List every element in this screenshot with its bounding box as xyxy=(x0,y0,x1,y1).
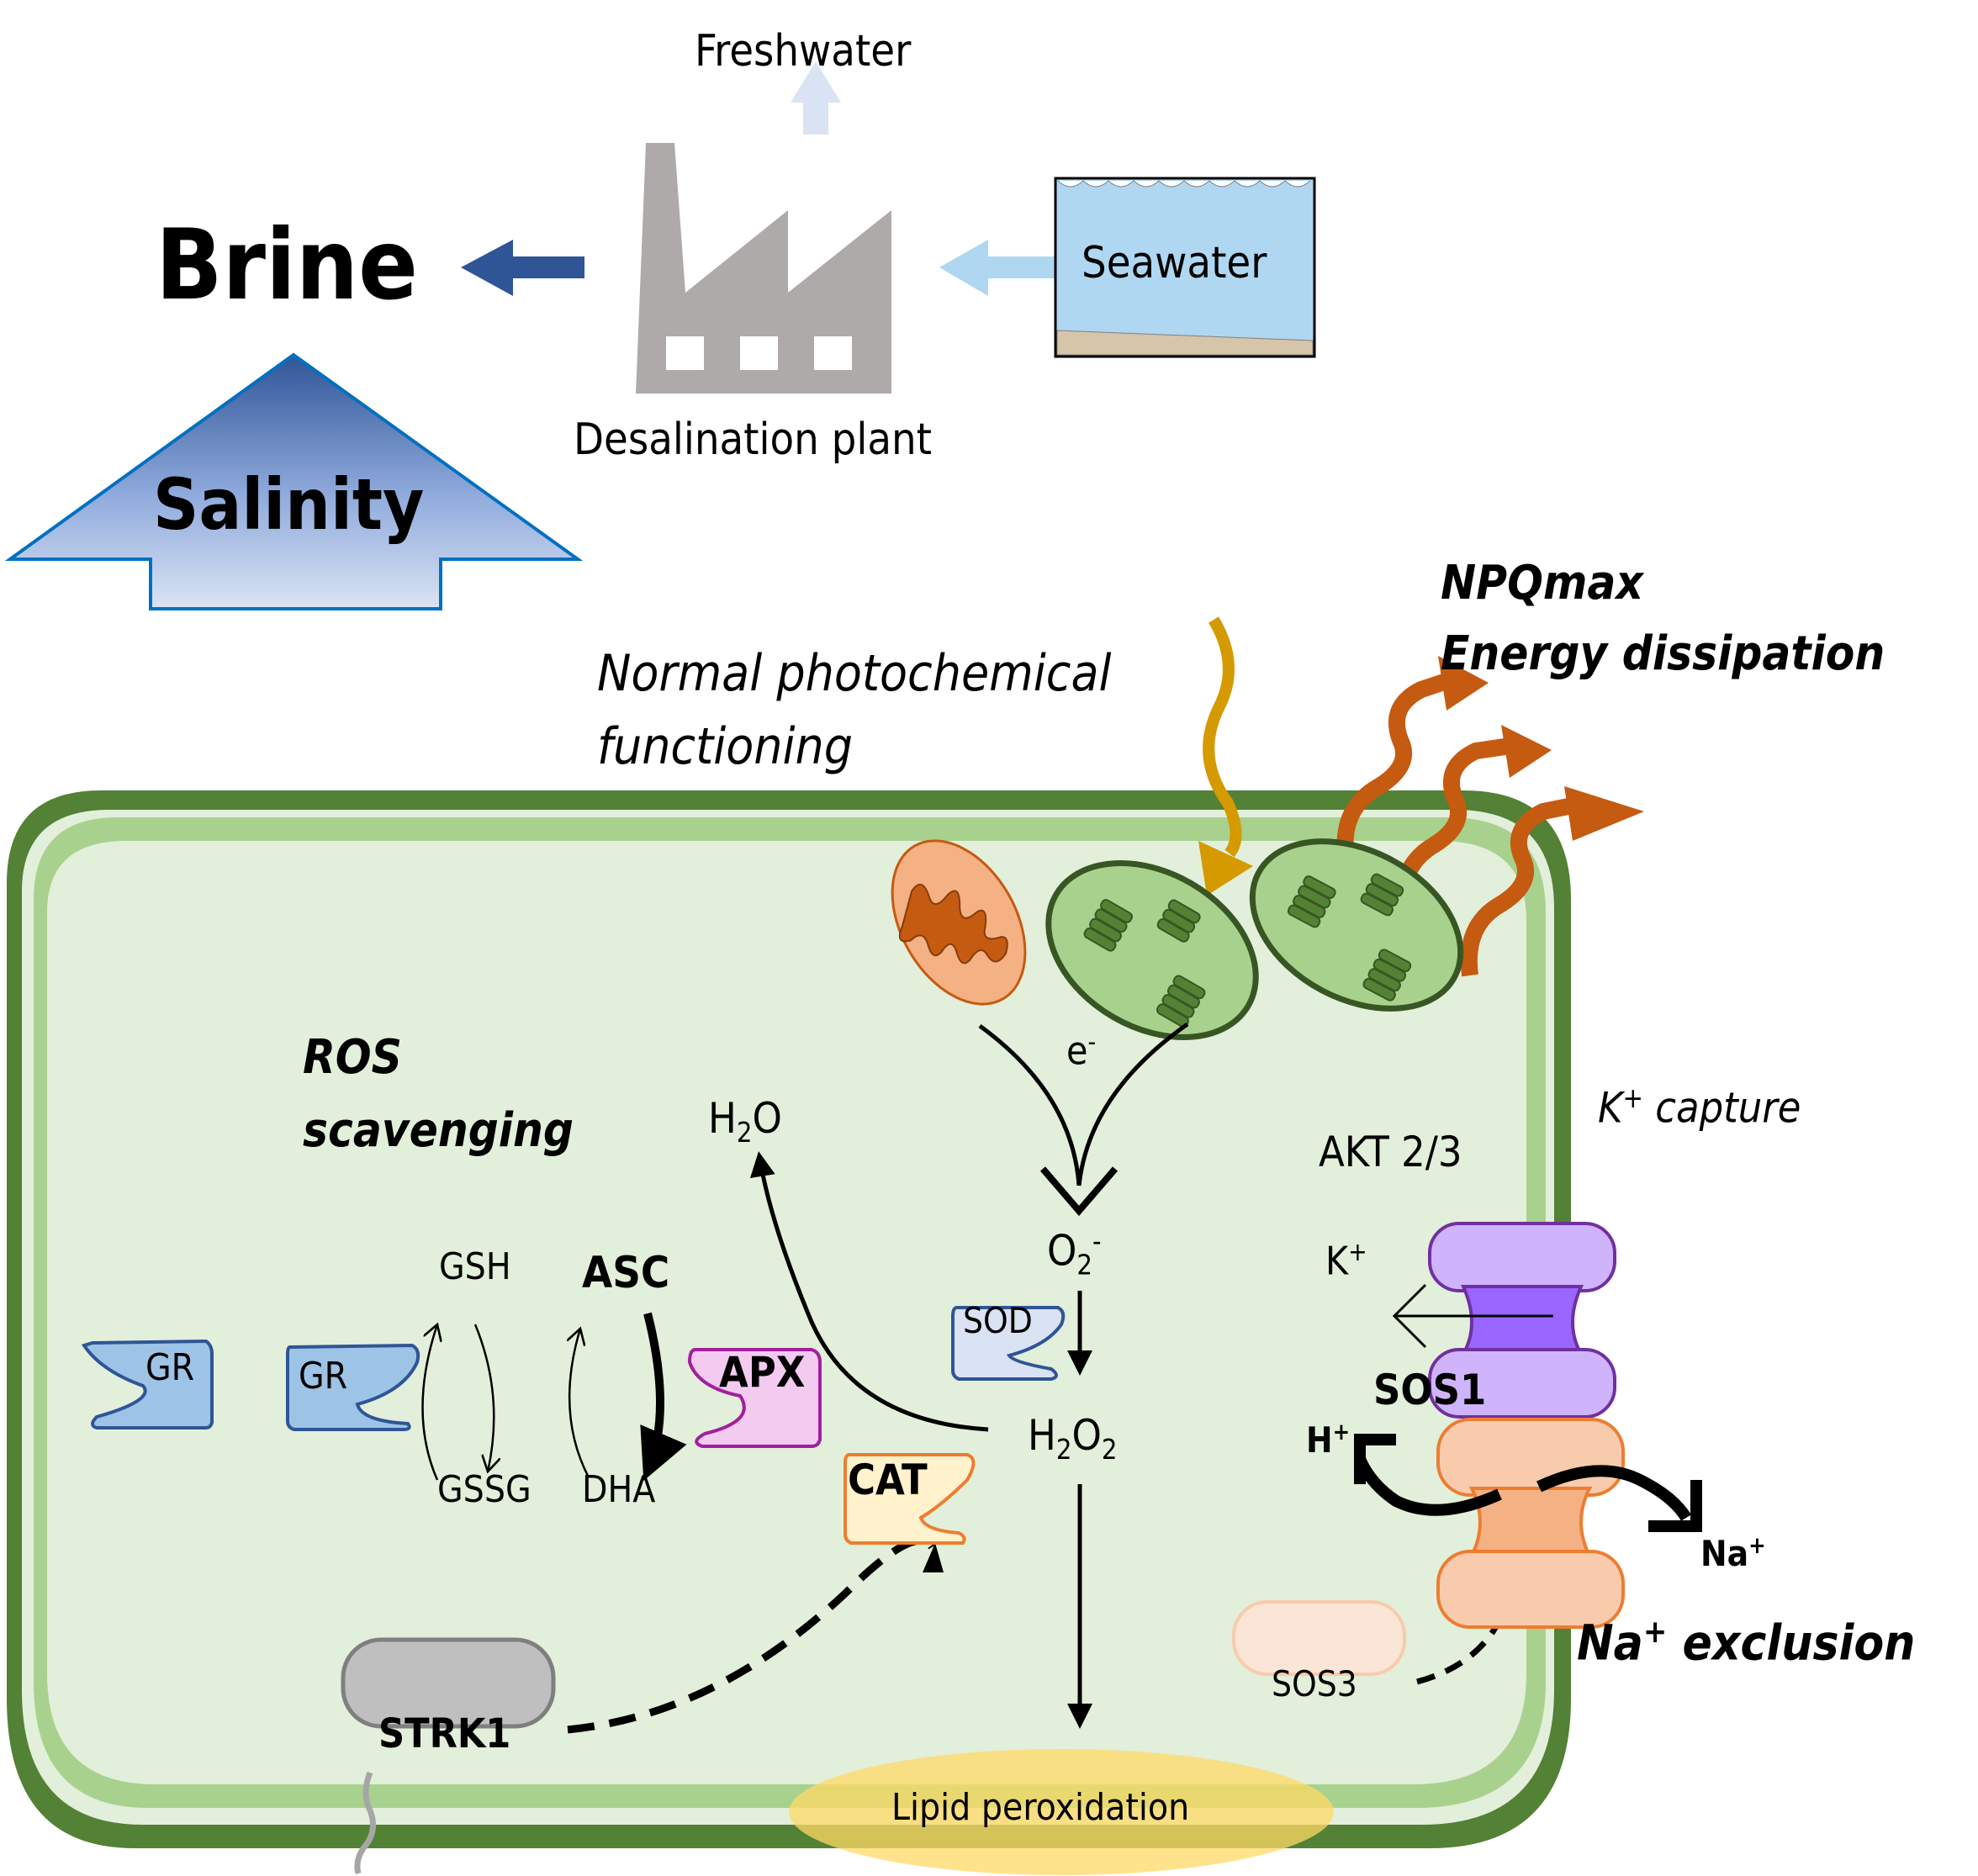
npq-label: NPQmax Energy dissipation xyxy=(1441,548,1885,690)
akt-channel xyxy=(1428,1222,1616,1419)
na-exclusion-label: Na+ exclusion xyxy=(1577,1613,1916,1672)
strk1-anchor xyxy=(354,1771,377,1874)
gr-label-1: GR xyxy=(145,1346,195,1389)
dha-to-asc-arrow xyxy=(569,1329,590,1478)
cat-label: CAT xyxy=(848,1456,928,1504)
gr-label-2: GR xyxy=(299,1355,348,1398)
chloroplast-icon-2 xyxy=(1249,838,1464,1012)
ros-line-1: ROS xyxy=(303,1030,402,1085)
na-efflux-arrowhead xyxy=(1648,1480,1702,1532)
lipid-peroxidation-ellipse xyxy=(789,1749,1334,1875)
h2o-label: H2O xyxy=(708,1094,782,1149)
ros-scavenging-label: ROS scavenging xyxy=(303,1022,574,1168)
akt-label: AKT 2/3 xyxy=(1319,1128,1462,1176)
electron-path-right xyxy=(1076,1022,1189,1186)
electron-label: e- xyxy=(1066,1028,1097,1074)
na-ion-label: Na+ xyxy=(1700,1533,1766,1574)
salinity-arrow xyxy=(4,352,584,610)
gssg-to-gsh-arrow xyxy=(421,1324,438,1481)
sos1-transporter xyxy=(1436,1418,1625,1629)
seawater-box xyxy=(1054,177,1316,358)
seawater-arrow xyxy=(939,240,1060,296)
factory-icon xyxy=(636,143,891,394)
h-efflux-arrow xyxy=(1354,1456,1502,1516)
strk1-protein xyxy=(341,1637,556,1729)
cell xyxy=(7,790,1571,1848)
npq-line-1: NPQmax xyxy=(1441,556,1643,610)
freshwater-label: Freshwater xyxy=(695,26,912,77)
seawater-label: Seawater xyxy=(1082,238,1267,288)
salinity-label: Salinity xyxy=(153,463,425,546)
h2o2-label: H2O2 xyxy=(1028,1411,1118,1466)
cytoplasm xyxy=(47,841,1526,1784)
sos1-label: SOS1 xyxy=(1373,1366,1487,1414)
freshwater-arrow xyxy=(791,61,841,135)
apx-label: APX xyxy=(719,1348,806,1397)
normal-line-2: functioning xyxy=(597,717,853,776)
normal-photochemical-label: Normal photochemical functioning xyxy=(597,637,1112,784)
chloroplast-icon-1 xyxy=(1045,860,1259,1040)
electron-path-left xyxy=(978,1023,1082,1186)
cat-enzyme xyxy=(844,1453,976,1545)
desalination-plant-label: Desalination plant xyxy=(574,415,933,465)
na-efflux-arrow xyxy=(1536,1465,1692,1521)
sod-enzyme xyxy=(951,1306,1066,1381)
strk1-label: STRK1 xyxy=(378,1710,511,1757)
light-arrow xyxy=(1198,616,1253,896)
heat-arrow-1 xyxy=(1336,656,1489,854)
h2o2-to-h2o-arrow xyxy=(749,1151,989,1432)
k-capture-label: K+ capture xyxy=(1598,1082,1801,1133)
brine-label: Brine xyxy=(156,209,418,322)
gr-enzyme-2 xyxy=(286,1343,420,1431)
asc-to-dha-arrow xyxy=(640,1312,687,1482)
apx-enzyme xyxy=(687,1348,822,1448)
lipid-peroxidation-label: Lipid peroxidation xyxy=(891,1786,1190,1829)
strk1-to-cat-arrowhead xyxy=(923,1543,944,1572)
k-uptake-arrowhead xyxy=(1392,1283,1427,1349)
mitochondrion-icon xyxy=(891,839,1027,1006)
heat-arrow-3 xyxy=(1460,786,1644,977)
h-ion-label: H+ xyxy=(1306,1419,1351,1461)
sod-label: SOD xyxy=(963,1300,1033,1341)
sos3-protein xyxy=(1232,1600,1406,1676)
sos3-label: SOS3 xyxy=(1272,1663,1357,1704)
gr-enzyme-1 xyxy=(81,1339,214,1429)
gssg-label: GSSG xyxy=(437,1468,532,1511)
dha-label: DHA xyxy=(582,1468,656,1511)
asc-label: ASC xyxy=(582,1248,670,1298)
gsh-label: GSH xyxy=(439,1245,511,1288)
superoxide-label: O2- xyxy=(1047,1225,1102,1281)
brine-arrow xyxy=(461,240,584,296)
gsh-to-gssg-arrow xyxy=(473,1324,494,1472)
npq-line-2: Energy dissipation xyxy=(1441,626,1885,681)
h-efflux-arrowhead xyxy=(1354,1434,1396,1484)
ros-line-2: scavenging xyxy=(303,1102,574,1158)
k-ion-label: K+ xyxy=(1325,1238,1367,1284)
electron-arrowhead xyxy=(1039,1166,1119,1217)
normal-line-1: Normal photochemical xyxy=(597,644,1112,703)
